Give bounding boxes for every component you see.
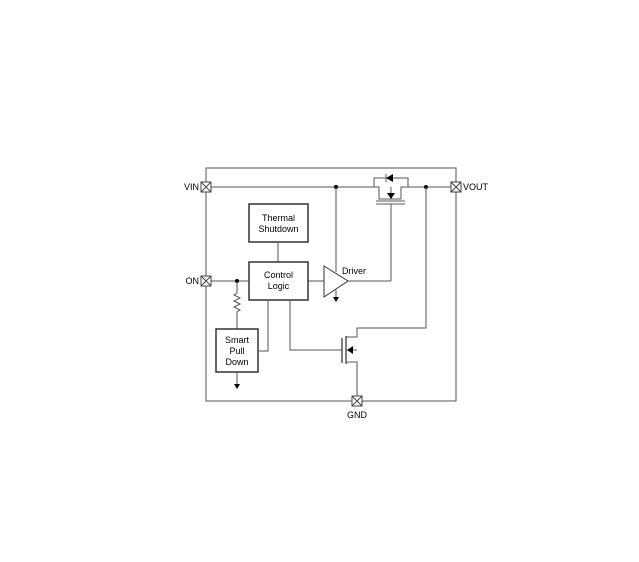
gnd-label: GND	[347, 410, 368, 420]
control-label: Control	[264, 270, 293, 280]
driver-label: Driver	[342, 266, 366, 276]
thermal-label: Shutdown	[258, 224, 298, 234]
vout-pin	[450, 181, 462, 193]
smart-pull-down-block	[215, 328, 259, 373]
pmos-pass-transistor	[373, 174, 409, 281]
pulldown-label: Down	[225, 357, 248, 367]
thermal-shutdown-block	[248, 203, 309, 243]
vout-label: VOUT	[463, 182, 489, 192]
on-pin	[200, 275, 212, 287]
on-label: ON	[186, 276, 200, 286]
vin-pin	[200, 181, 212, 193]
pulldown-label: Smart	[225, 335, 250, 345]
gnd-pin	[351, 395, 363, 407]
thermal-label: Thermal	[262, 213, 295, 223]
nmos-discharge-transistor	[341, 187, 427, 396]
control-label: Logic	[268, 281, 290, 291]
ground-arrow-icon	[333, 297, 339, 302]
pulldown-label: Pull	[229, 346, 244, 356]
ground-arrow-icon	[234, 384, 240, 389]
vin-label: VIN	[184, 182, 199, 192]
resistor-icon	[232, 281, 242, 329]
body-diode-icon	[386, 174, 393, 182]
